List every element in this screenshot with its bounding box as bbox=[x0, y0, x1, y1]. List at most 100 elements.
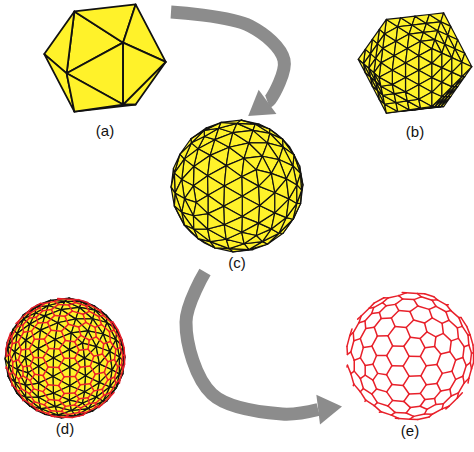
dual-edge bbox=[391, 318, 395, 326]
dual-edge bbox=[404, 401, 410, 407]
arrow-head bbox=[316, 395, 342, 425]
dual-edge bbox=[347, 336, 350, 347]
dual-edge bbox=[79, 322, 86, 327]
dual-edge bbox=[372, 389, 377, 394]
dual-edge bbox=[463, 358, 466, 366]
dual-edge bbox=[425, 409, 427, 414]
dual-edge bbox=[414, 297, 421, 300]
dual-edge bbox=[388, 336, 393, 346]
dual-edge bbox=[75, 342, 79, 351]
dual-edge bbox=[80, 384, 90, 385]
dual-edge bbox=[437, 383, 441, 391]
dual-edge bbox=[360, 339, 363, 348]
dual-edge bbox=[404, 346, 409, 356]
dual-edge bbox=[429, 309, 432, 318]
dual-edge bbox=[351, 341, 354, 352]
dual-edge bbox=[48, 384, 59, 386]
dual-edge bbox=[363, 346, 372, 347]
dual-edge bbox=[68, 412, 78, 414]
dual-edge bbox=[95, 327, 96, 336]
dual-edge bbox=[414, 320, 425, 323]
dual-edge bbox=[450, 389, 451, 396]
dual-edge bbox=[102, 354, 107, 362]
dual-edge bbox=[48, 413, 55, 416]
dual-edge bbox=[44, 301, 54, 303]
dual-edge bbox=[360, 379, 363, 389]
dual-edge bbox=[29, 317, 36, 318]
dual-edge bbox=[435, 337, 436, 347]
dual-edge bbox=[388, 406, 395, 412]
dual-edge bbox=[366, 327, 375, 328]
dual-edge bbox=[399, 418, 410, 420]
dual-edge bbox=[451, 338, 458, 340]
dual-edge bbox=[34, 357, 43, 359]
dual-edge bbox=[409, 393, 420, 395]
dual-edge bbox=[21, 389, 29, 394]
dual-edge bbox=[388, 400, 393, 406]
dual-edge bbox=[102, 389, 103, 395]
dual-edge bbox=[467, 326, 470, 335]
figure-label: (a) bbox=[96, 122, 114, 140]
triangle-face bbox=[204, 122, 221, 130]
dual-edge bbox=[99, 309, 101, 311]
dual-edge bbox=[90, 384, 94, 391]
dual-edge bbox=[88, 340, 89, 349]
dual-edge bbox=[360, 375, 365, 378]
dual-edge bbox=[395, 412, 406, 414]
dual-edge bbox=[425, 398, 435, 399]
dual-edge bbox=[458, 338, 464, 346]
dual-edge bbox=[450, 341, 451, 352]
triangle-face bbox=[294, 155, 300, 174]
dual-edge bbox=[399, 293, 406, 296]
dual-edge bbox=[457, 328, 458, 339]
dual-edge bbox=[24, 331, 32, 332]
dual-edge bbox=[54, 299, 61, 302]
dual-edge bbox=[470, 335, 473, 345]
dual-edge bbox=[410, 406, 420, 407]
dual-edge bbox=[79, 398, 88, 399]
dual-edge bbox=[399, 311, 410, 312]
triangle-face bbox=[95, 306, 107, 315]
dual-edge bbox=[410, 312, 414, 320]
dual-edge bbox=[446, 311, 451, 312]
dual-edge bbox=[392, 384, 403, 385]
dual-edge bbox=[378, 373, 387, 374]
triangle-face bbox=[208, 214, 225, 229]
triangle-face bbox=[8, 376, 17, 393]
dual-edge bbox=[11, 336, 13, 344]
dual-edge bbox=[48, 315, 55, 322]
dual-edge bbox=[75, 350, 79, 358]
dual-edge bbox=[99, 310, 103, 315]
figure-space bbox=[167, 116, 307, 254]
dual-edge bbox=[55, 416, 65, 418]
dual-edge bbox=[388, 326, 395, 335]
dual-edge bbox=[441, 389, 450, 391]
dual-edge bbox=[463, 376, 464, 383]
dual-edge bbox=[364, 365, 366, 375]
dual-edge bbox=[354, 384, 360, 392]
dual-edge bbox=[61, 298, 72, 300]
dual-edge bbox=[115, 349, 116, 359]
triangle-face bbox=[242, 232, 257, 243]
dual-edge bbox=[432, 318, 442, 323]
dual-edge bbox=[123, 348, 125, 355]
dual-edge bbox=[88, 391, 94, 398]
dual-edge bbox=[95, 372, 104, 374]
dual-edge bbox=[374, 319, 381, 328]
dual-edge bbox=[102, 344, 103, 354]
dual-edge bbox=[113, 322, 118, 330]
triangle-face bbox=[392, 85, 405, 94]
dual-edge bbox=[22, 325, 24, 332]
dual-edge bbox=[86, 306, 90, 312]
dual-edge bbox=[11, 384, 13, 385]
triangle-face bbox=[452, 58, 462, 72]
dual-edge bbox=[470, 363, 471, 369]
dual-edge bbox=[120, 348, 123, 355]
triangle-face bbox=[283, 139, 295, 155]
dual-edge bbox=[443, 333, 451, 340]
dual-edge bbox=[83, 311, 89, 314]
dual-edge bbox=[124, 355, 126, 364]
dual-edge bbox=[30, 374, 34, 380]
dual-edge bbox=[393, 400, 404, 401]
